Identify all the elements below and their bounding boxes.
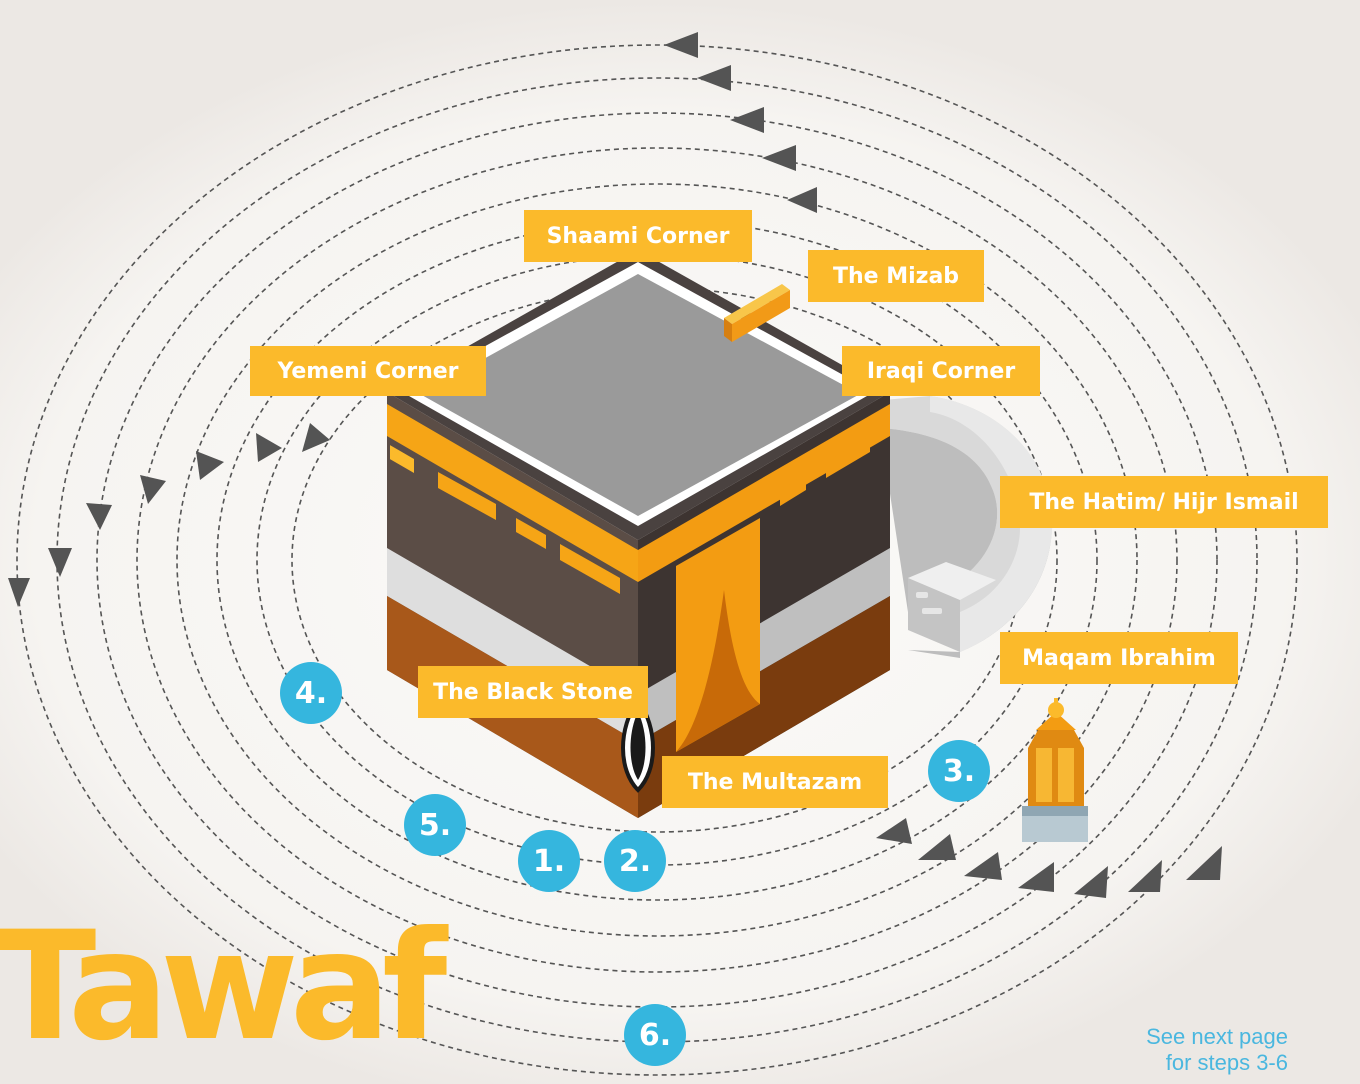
- label-mizab: The Mizab: [808, 250, 984, 302]
- label-multazam: The Multazam: [662, 756, 888, 808]
- black-stone-inner-icon: [630, 712, 646, 780]
- next-page-note: See next page for steps 3-6: [1146, 1024, 1288, 1076]
- step-badge-1: 1.: [518, 830, 580, 892]
- step-badge-5: 5.: [404, 794, 466, 856]
- step-badge-4: 4.: [280, 662, 342, 724]
- label-iraqi-corner: Iraqi Corner: [842, 346, 1040, 396]
- label-black-stone: The Black Stone: [418, 666, 648, 718]
- arrow-icons-left: [8, 423, 330, 607]
- arrow-icons-top: [664, 32, 817, 213]
- hatim-wall: [860, 396, 1053, 658]
- page-title: Tawaf: [0, 900, 447, 1074]
- label-yemeni-corner: Yemeni Corner: [250, 346, 486, 396]
- step-badge-3: 3.: [928, 740, 990, 802]
- arrow-icons-bottom: [876, 818, 1222, 898]
- step-badge-6: 6.: [624, 1004, 686, 1066]
- maqam-ibrahim-icon: [1022, 698, 1088, 842]
- label-maqam-ibrahim: Maqam Ibrahim: [1000, 632, 1238, 684]
- label-hatim: The Hatim/ Hijr Ismail: [1000, 476, 1328, 528]
- note-line-2: for steps 3-6: [1165, 1050, 1288, 1075]
- note-line-1: See next page: [1146, 1024, 1288, 1049]
- label-shaami-corner: Shaami Corner: [524, 210, 752, 262]
- step-badge-2: 2.: [604, 830, 666, 892]
